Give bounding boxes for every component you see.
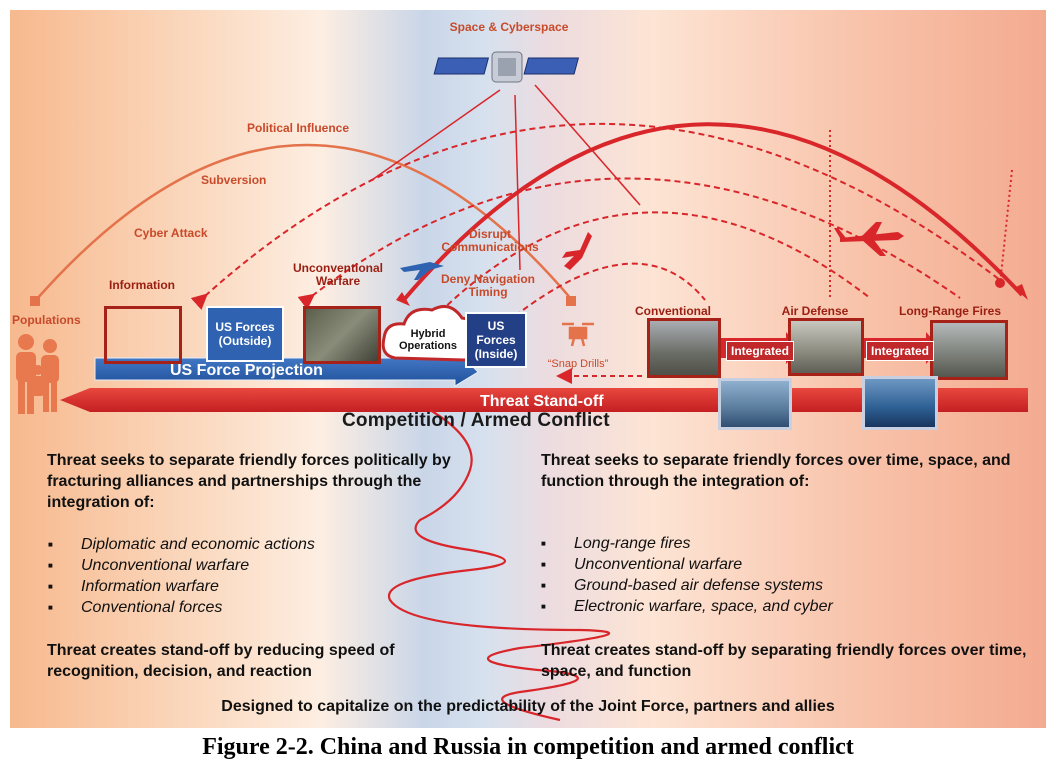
left-conclusion: Threat creates stand-off by reducing spe… (47, 642, 395, 680)
photo-air-defense (788, 318, 864, 376)
information-label: Information (109, 278, 175, 292)
figure-caption: Figure 2-2. China and Russia in competit… (202, 734, 854, 760)
us-forces-outside-box: US Forces (Outside) (206, 306, 284, 362)
right-conclusion: Threat creates stand-off by separating f… (541, 642, 1027, 680)
disrupt-communications-label: Disrupt Communications (441, 227, 539, 254)
threat-arc (400, 122, 1024, 304)
list-item: Information warfare (48, 576, 468, 597)
integrated-label-1: Integrated (726, 341, 795, 361)
political-influence-label: Political Influence (247, 121, 350, 135)
deny-navigation-timing-label: Deny Navigation Timing (440, 272, 536, 299)
political-arc-end-right (566, 296, 576, 306)
left-intro: Threat seeks to separate friendly forces… (47, 452, 451, 511)
integrated-label-2: Integrated (866, 341, 935, 361)
list-item: Unconventional warfare (541, 554, 1021, 575)
footer-statement: Designed to capitalize on the predictabi… (221, 698, 835, 715)
photo-unconventional (303, 306, 381, 364)
unconventional-warfare-label: Unconventional Warfare (292, 261, 383, 288)
conventional-label: Conventional (634, 304, 712, 318)
list-item: Conventional forces (48, 597, 468, 618)
drone-icon (562, 322, 594, 347)
left-bullets: Diplomatic and economic actions Unconven… (48, 534, 468, 618)
list-item: Diplomatic and economic actions (48, 534, 468, 555)
us-force-projection-label: US Force Projection (170, 362, 323, 379)
people-group-icon (16, 334, 59, 414)
snap-drills-label: “Snap Drills” (547, 358, 609, 370)
list-item: Electronic warfare, space, and cyber (541, 596, 1021, 617)
populations-label: Populations (12, 313, 81, 327)
dashed-arc-1 (190, 122, 1001, 310)
threat-standoff-label: Threat Stand-off (480, 393, 604, 410)
photo-conventional (647, 318, 721, 378)
photo-information (104, 306, 182, 364)
photo-long-range-fires (930, 320, 1008, 380)
competition-armed-conflict-title: Competition / Armed Conflict (342, 410, 610, 431)
dashed-arc-2 (297, 177, 961, 310)
air-defense-label: Air Defense (781, 304, 849, 318)
political-arc (35, 143, 573, 301)
photo-submarine (862, 376, 938, 430)
list-item: Long-range fires (541, 533, 1021, 554)
cyber-attack-label: Cyber Attack (134, 226, 208, 240)
space-cyberspace-label: Space & Cyberspace (449, 20, 569, 34)
dashed-arc-3 (439, 211, 871, 313)
hybrid-operations-label: Hybrid Operations (398, 328, 458, 352)
dashed-arc-4 (500, 262, 706, 330)
right-intro: Threat seeks to separate friendly forces… (541, 452, 1011, 490)
political-arc-end-left (30, 296, 40, 306)
us-forces-inside-box: US Forces (Inside) (465, 312, 527, 368)
dashed-vertical-2 (999, 169, 1013, 286)
long-range-fires-label: Long-Range Fires (898, 304, 1002, 318)
subversion-label: Subversion (201, 173, 267, 187)
photo-warship (718, 378, 792, 430)
satellite-icon (433, 51, 580, 83)
threat-arc-right-head (1014, 284, 1028, 300)
right-bullets: Long-range fires Unconventional warfare … (541, 533, 1021, 617)
fighter-jet-icon (400, 262, 444, 280)
list-item: Unconventional warfare (48, 555, 468, 576)
satellite-link-right (534, 84, 641, 206)
red-jet-icon (562, 232, 592, 270)
threat-arc-left-head (396, 292, 410, 306)
satellite-link-left (371, 89, 501, 181)
bomber-aircraft-icon (834, 222, 904, 256)
satellite-link-down (514, 94, 521, 271)
list-item: Ground-based air defense systems (541, 575, 1021, 596)
